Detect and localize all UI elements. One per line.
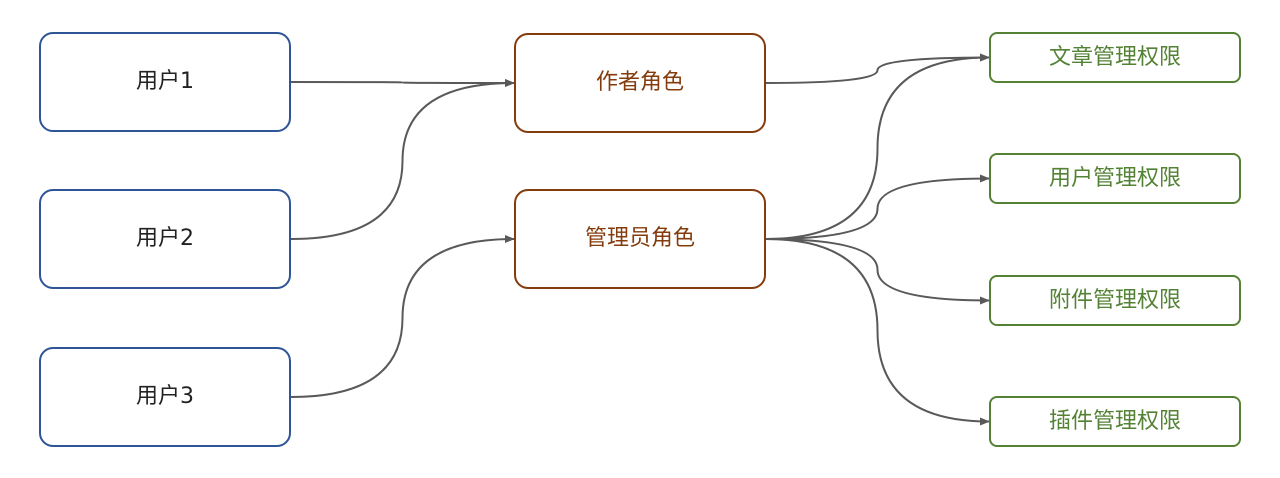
user-node-2: 用户2 <box>39 189 291 289</box>
permission-node-plugin: 插件管理权限 <box>989 396 1241 447</box>
role-label: 管理员角色 <box>584 226 695 251</box>
role-label: 作者角色 <box>595 70 684 95</box>
connector-arrow <box>765 53 990 240</box>
connector-arrow <box>290 79 515 240</box>
user-label: 用户3 <box>136 384 194 409</box>
permission-node-user: 用户管理权限 <box>989 153 1241 204</box>
user-label: 用户2 <box>136 226 194 251</box>
role-node-author: 作者角色 <box>514 33 766 133</box>
permission-label: 附件管理权限 <box>1048 287 1181 313</box>
connector-arrow <box>290 235 515 398</box>
permission-label: 文章管理权限 <box>1048 44 1181 70</box>
connector-arrow <box>765 174 990 240</box>
permission-label: 用户管理权限 <box>1048 165 1181 191</box>
permission-node-article: 文章管理权限 <box>989 32 1241 83</box>
user-node-3: 用户3 <box>39 347 291 447</box>
permission-node-attachment: 附件管理权限 <box>989 275 1241 326</box>
connector-arrow <box>765 53 990 84</box>
user-node-1: 用户1 <box>39 32 291 132</box>
user-label: 用户1 <box>136 69 194 94</box>
connector-arrow <box>765 238 990 426</box>
connector-arrow <box>290 78 515 87</box>
permission-label: 插件管理权限 <box>1048 408 1181 434</box>
connector-arrow <box>765 238 990 305</box>
role-node-admin: 管理员角色 <box>514 189 766 289</box>
